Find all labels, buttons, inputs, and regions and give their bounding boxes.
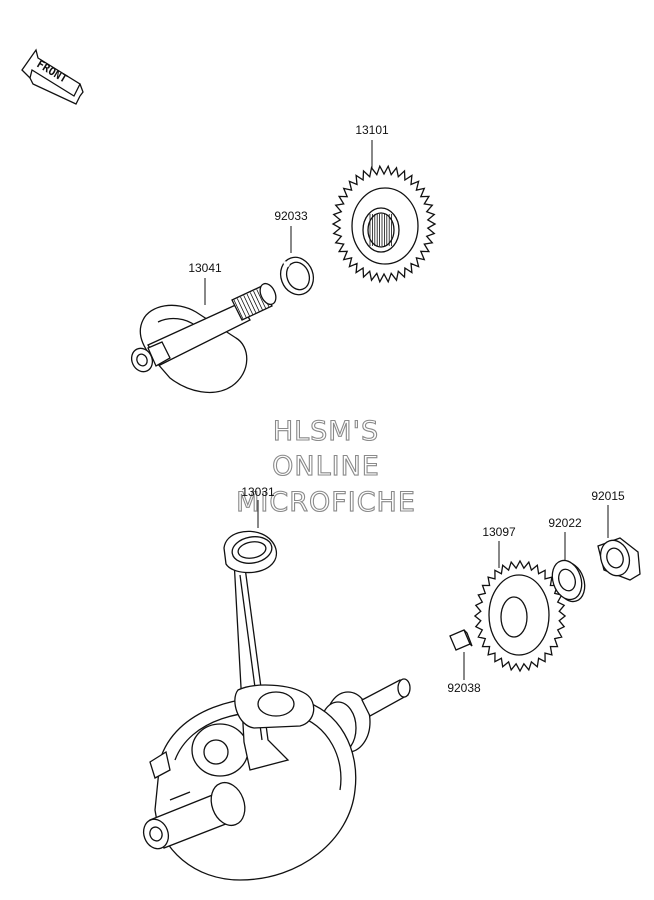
part-92038-key[interactable]	[449, 629, 473, 651]
part-number-92038: 92038	[447, 681, 481, 695]
part-13101-gear[interactable]	[331, 164, 437, 284]
watermark-line-2: ONLINE	[272, 451, 380, 482]
part-number-92015: 92015	[591, 489, 625, 503]
part-13031-crankshaft[interactable]	[140, 530, 411, 881]
part-number-13097: 13097	[482, 525, 516, 539]
part-13041-balancer-shaft[interactable]	[128, 281, 279, 394]
part-number-13041: 13041	[188, 261, 222, 275]
part-13097-gear[interactable]	[473, 559, 567, 673]
part-number-13031: 13031	[241, 485, 275, 499]
part-92015-nut[interactable]	[596, 537, 641, 581]
watermark-line-1: HLSM'S	[273, 416, 379, 447]
watermark-line-3: MICROFICHE	[236, 487, 416, 518]
part-number-92033: 92033	[274, 209, 308, 223]
part-number-13101: 13101	[355, 123, 389, 137]
part-92033-circlip[interactable]	[275, 253, 318, 300]
part-number-92022: 92022	[548, 516, 582, 530]
watermark: HLSM'S ONLINE MICROFICHE	[236, 415, 416, 518]
front-direction-arrow: FRONT	[21, 48, 84, 105]
part-92022-washer[interactable]	[548, 557, 590, 606]
